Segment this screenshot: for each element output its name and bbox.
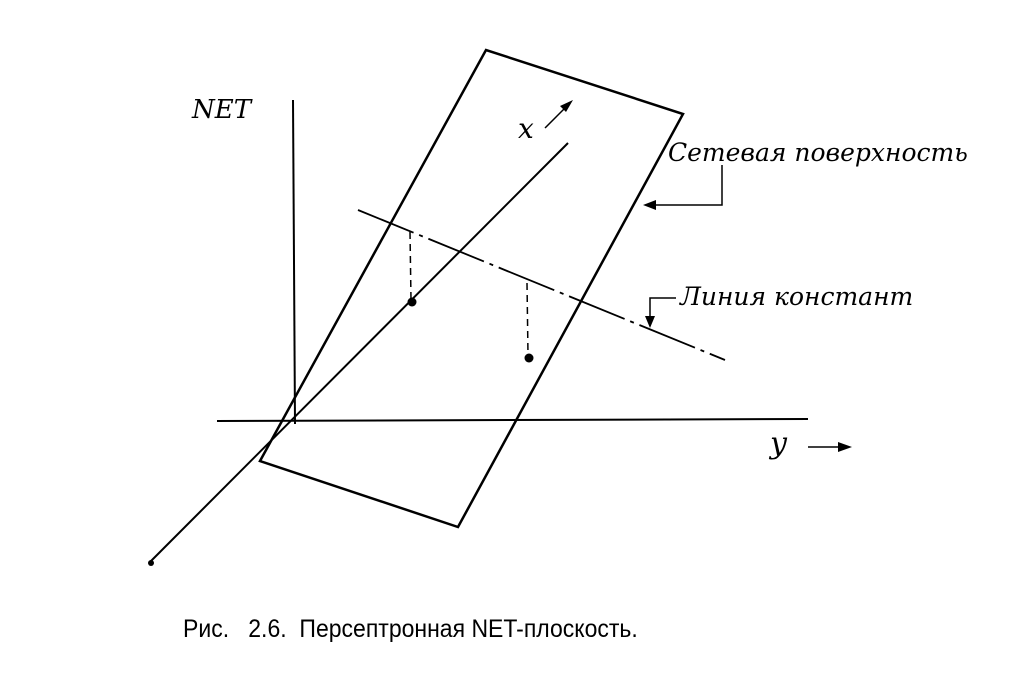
caption-number: 2.6. [248, 615, 287, 643]
projection-dashed-2 [526, 282, 529, 356]
surface-pointer-head [643, 200, 656, 210]
caption-prefix: Рис. [183, 615, 230, 643]
projection-dashed-1 [409, 231, 412, 301]
caption-text: Персептронная NET-плоскость. [299, 615, 638, 643]
figure-caption: Рис. 2.6. Персептронная NET-плоскость. [183, 615, 638, 644]
y-axis [216, 418, 809, 422]
x-axis-label: x [518, 112, 534, 145]
data-point-2 [524, 353, 534, 363]
x-axis [149, 142, 569, 563]
constant-line-label: Линия констант [680, 282, 914, 311]
surface-pointer [655, 165, 723, 206]
surface-label: Сетевая поверхность [668, 138, 968, 167]
constant-pointer [649, 297, 676, 318]
net-surface-plane [258, 48, 685, 529]
net-axis-label: NET [192, 95, 252, 125]
y-axis-label: y [770, 426, 787, 461]
data-point-1 [407, 297, 417, 307]
net-axis [292, 99, 296, 425]
constant-pointer-head [645, 316, 655, 328]
y-arrow-head [838, 442, 852, 452]
x-arrow-head [560, 100, 573, 112]
constant-line [357, 209, 726, 361]
origin-dot [148, 560, 154, 566]
